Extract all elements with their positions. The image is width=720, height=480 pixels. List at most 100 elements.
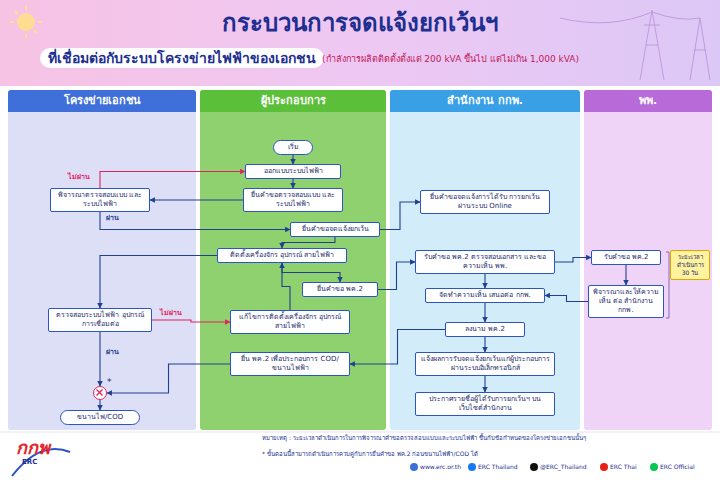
box-text: ตรวจสอบระบบไฟฟ้า อุปกรณ์การเชื่อมต่อ (52, 311, 148, 329)
box-text: แจ้งผลการรับจดแจ้งยกเว้นแก่ผู้ประกอบการ … (419, 355, 551, 373)
edge-label: ผ่าน (104, 214, 121, 223)
flow-connector (625, 265, 626, 285)
flow-connector (99, 332, 100, 386)
process-box: จัดทำความเห็น เสนอต่อ กกพ. (425, 288, 545, 303)
flow-connector (484, 337, 485, 352)
box-text: ติดตั้งเครื่องจักร อุปกรณ์ สายไฟฟ้า (221, 251, 343, 260)
box-text: ออกแบบระบบไฟฟ้า (249, 167, 337, 176)
lane-header: พพ. (584, 90, 712, 112)
process-box: แก้ไขการติดตั้งเครื่องจักร อุปกรณ์ สายไฟ… (230, 310, 350, 334)
process-box: แจ้งผลการรับจดแจ้งยกเว้นแก่ผู้ประกอบการ … (415, 352, 555, 376)
social-handle: @ERC_Thailand (540, 463, 587, 471)
box-text: ยื่นคำขอจดแจ้งการได้รับ การยกเว้นผ่านระบ… (424, 193, 546, 211)
terminal-box: ขนานไฟ/COD (60, 410, 140, 425)
flow-connector (555, 258, 591, 263)
box-text: เริ่ม (277, 143, 309, 152)
people-icon (345, 95, 367, 107)
flow-connector (150, 199, 243, 200)
box-text: ยื่นคำขอ พค.2 (306, 285, 374, 294)
flow-connector (152, 320, 230, 322)
swimlane: พพ. รับคำขอ พค.2 ระยะเวลา ดำเนินการ 30 วัน… (584, 90, 712, 430)
box-text: * (107, 378, 119, 387)
social-icons (410, 463, 658, 471)
sun-badge (233, 96, 243, 106)
process-box: ยื่นคำขอจดแจ้งยกเว้น (290, 222, 380, 237)
terminal-box: เริ่ม (273, 140, 313, 155)
merge-circle: * (93, 386, 107, 400)
flow-connector (100, 256, 217, 309)
swimlane: โครงข่ายเอกชนพิจารณาตรวจสอบแบบ และระบบไฟ… (8, 90, 196, 430)
swimlane: สำนักงาน กกพ. ยื่นคำขอจดแจ้งการได้รับ การ… (390, 90, 580, 430)
process-box: ตรวจสอบระบบไฟฟ้า อุปกรณ์การเชื่อมต่อ (48, 308, 152, 332)
flow-connector (282, 237, 335, 248)
logo-text: กกพ (16, 436, 50, 459)
flow-connector (545, 296, 588, 302)
process-box: ยื่นคำขอ พค.2 (302, 282, 378, 297)
power-pylon (560, 10, 710, 80)
flow-connector (484, 274, 485, 288)
lane-header: โครงข่ายเอกชน (8, 90, 196, 112)
flow-connector (292, 155, 293, 164)
process-box: ยื่น พค.2 เพื่อประกอบการ COD/ขนานไฟฟ้า (230, 352, 350, 376)
flow-connector (380, 202, 420, 230)
swimlane: ผู้ประกอบการเริ่มออกแบบระบบไฟฟ้ายื่นคำขอ… (200, 90, 386, 430)
sun-icon (10, 6, 42, 38)
subtitle: ที่เชื่อมต่อกับระบบโครงข่ายไฟฟ้าของเอกชน (40, 48, 324, 68)
logo-text: ERC (22, 458, 37, 467)
lane-header: สำนักงาน กกพ. (390, 90, 580, 112)
lane-header: ผู้ประกอบการ (200, 90, 386, 112)
footnote: * ขั้นตอนนี้สามารถดำเนินการควบคู่กับการย… (262, 450, 602, 458)
process-box: พิจารณาตรวจสอบแบบ และระบบไฟฟ้า (50, 188, 150, 212)
process-box: ประกาศรายชื่อผู้ได้รับการยกเว้นฯ บนเว็บไ… (415, 392, 555, 416)
box-text: พิจารณาและให้ความเห็น ต่อ สำนักงาน กกพ. (592, 288, 660, 315)
box-text: ยื่น พค.2 เพื่อประกอบการ COD/ขนานไฟฟ้า (234, 355, 346, 373)
box-text: ขนานไฟ/COD (64, 413, 136, 422)
edge-label: ไม่ผ่าน (158, 309, 184, 318)
box-text: แก้ไขการติดตั้งเครื่องจักร อุปกรณ์ สายไฟ… (234, 313, 346, 331)
social-handle: ERC Thai (610, 463, 637, 471)
process-box: รับคำขอ พค.2 (591, 250, 661, 265)
process-box: ออกแบบระบบไฟฟ้า (245, 164, 341, 179)
flow-connector (107, 364, 230, 393)
process-box: รับคำขอ พค.2 ตรวจสอบเอกสาร และขอความเห็น… (415, 250, 555, 274)
edge-label: ไม่ผ่าน (66, 173, 92, 182)
social-handle: ERC Official (660, 463, 695, 471)
flow-connector (282, 263, 340, 282)
process-box: ลงนาม พค.2 (445, 322, 525, 337)
flow-connector (378, 262, 415, 290)
duration-bracket (666, 252, 669, 318)
box-text: จัดทำความเห็น เสนอต่อ กกพ. (429, 291, 541, 300)
box-text: รับคำขอ พค.2 ตรวจสอบเอกสาร และขอความเห็น… (419, 253, 551, 271)
duration-note: ระยะเวลา ดำเนินการ 30 วัน (670, 250, 710, 280)
process-box: ยื่นคำขอจดแจ้งการได้รับ การยกเว้นผ่านระบ… (420, 190, 550, 214)
flow-connector (484, 376, 485, 392)
social-handle: www.erc.or.th (420, 463, 461, 471)
flow-connector (484, 303, 485, 322)
box-text: รับคำขอ พค.2 (595, 253, 657, 262)
box-text: ยื่นคำขอจดแจ้งยกเว้น (294, 225, 376, 234)
footer-rule (0, 432, 720, 433)
box-text: ลงนาม พค.2 (449, 325, 521, 334)
title: กระบวนการจดแจ้งยกเว้นฯ (0, 8, 720, 38)
box-text: พิจารณาตรวจสอบแบบ และระบบไฟฟ้า (54, 191, 146, 209)
box-text: ระยะเวลา ดำเนินการ 30 วัน (672, 253, 708, 277)
capacity-note: (กำลังการผลิตติดตั้งตั้งแต่ 200 kVA ขึ้น… (322, 53, 579, 65)
flow-connector (350, 330, 445, 365)
footnote: หมายเหตุ : ระยะเวลาดำเนินการในการพิจารณา… (262, 434, 602, 442)
title-band (0, 0, 720, 86)
flow-connector (100, 212, 290, 230)
edge-label: ผ่าน (104, 348, 121, 357)
box-text: ยื่นคำขอตรวจสอบแบบ และระบบไฟฟ้า (247, 191, 339, 209)
merge-cross (94, 387, 105, 398)
box-text: ประกาศรายชื่อผู้ได้รับการยกเว้นฯ บนเว็บไ… (419, 395, 551, 413)
flow-connector (292, 179, 293, 188)
social-handle: ERC Thailand (478, 463, 518, 471)
process-box: พิจารณาและให้ความเห็น ต่อ สำนักงาน กกพ. (588, 285, 664, 318)
flow-connector (282, 263, 290, 310)
process-box: ติดตั้งเครื่องจักร อุปกรณ์ สายไฟฟ้า (217, 248, 347, 263)
flow-connector (99, 400, 100, 410)
